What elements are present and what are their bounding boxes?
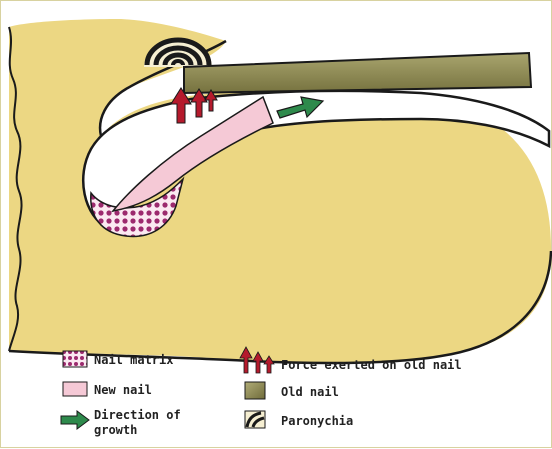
- legend-label-old-nail: Old nail: [281, 385, 339, 399]
- legend-label-force: Force exerted on old nail: [281, 358, 462, 372]
- legend-label-paronychia: Paronychia: [281, 414, 353, 428]
- legend-swatch-old-nail: [245, 382, 265, 399]
- old-nail: [184, 53, 531, 93]
- legend-label-direction-line2: growth: [94, 423, 137, 437]
- legend-swatch-nail-matrix: [63, 351, 87, 367]
- legend-label-direction-line1: Direction of: [94, 408, 181, 422]
- legend-swatch-new-nail: [63, 382, 87, 396]
- legend-swatch-paronychia: [245, 411, 265, 428]
- legend-label-nail-matrix: Nail matrix: [94, 353, 173, 367]
- legend-label-new-nail: New nail: [94, 383, 152, 397]
- legend-swatch-growth-arrow: [61, 411, 89, 429]
